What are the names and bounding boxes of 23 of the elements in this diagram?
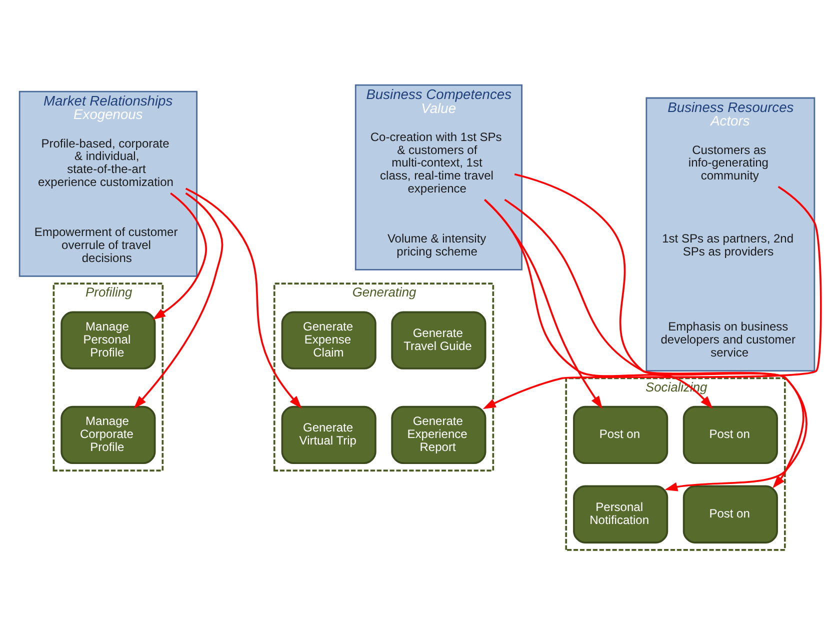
node-text: Empowerment of customer overrule of travel decisions	[34, 224, 178, 265]
arrow	[134, 192, 224, 409]
node-box: Post on	[682, 485, 778, 544]
node-box: Manage Personal Profile	[60, 311, 156, 370]
node-text: Volume & intensity pricing scheme	[387, 231, 486, 258]
node-text: Emphasis on business developers and customer service	[660, 320, 796, 360]
arrow	[482, 186, 822, 409]
node-box: Generate Experience Report	[391, 406, 486, 464]
arrow	[484, 199, 602, 409]
arrow	[185, 188, 302, 409]
node-text: Customers as info-generating community	[688, 142, 768, 183]
node-box: Post on	[682, 406, 778, 464]
node-box: Generate Expense Claim	[281, 311, 376, 370]
node-text: 1st SPs as partners, 2nd SPs as providers	[662, 231, 794, 258]
node-box: Personal Notification	[573, 485, 668, 544]
node-box: Manage Corporate Profile	[60, 406, 156, 464]
arrow	[152, 192, 208, 320]
node-box: Generate Virtual Trip	[281, 406, 376, 464]
node-box: Generate Travel Guide	[391, 311, 486, 370]
arrow	[484, 199, 713, 409]
node-box: Post on	[573, 406, 668, 464]
node-text: Profile-based, corporate & individual, state-of-the-art experience customization	[38, 136, 174, 190]
node-text: Co-creation with 1st SPs & customers of multi-context, 1st class, real-time travel experience	[370, 130, 502, 196]
